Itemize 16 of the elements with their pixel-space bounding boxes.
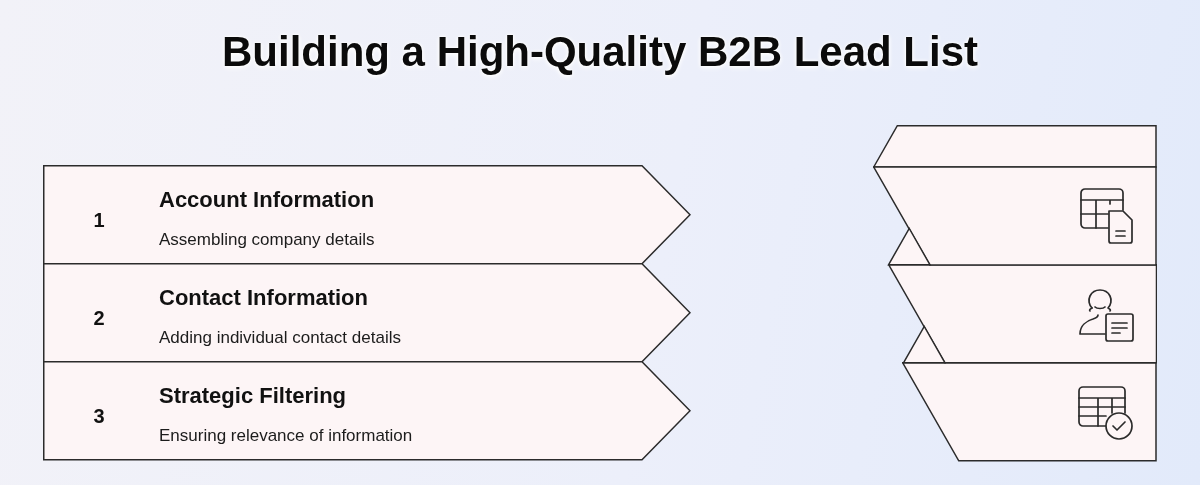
step-banner bbox=[43, 165, 691, 265]
step-description: Adding individual contact details bbox=[159, 328, 401, 348]
step-number: 1 bbox=[93, 209, 105, 233]
step-banner bbox=[43, 263, 691, 363]
notched-band bbox=[873, 125, 1157, 266]
step-title: Account Information bbox=[159, 187, 375, 213]
step-banner bbox=[43, 361, 691, 461]
notched-band bbox=[902, 362, 1157, 462]
step-title: Contact Information bbox=[159, 285, 368, 311]
step-title: Strategic Filtering bbox=[159, 383, 347, 409]
step-number: 2 bbox=[93, 307, 105, 331]
step-description: Assembling company details bbox=[159, 230, 375, 250]
step-number: 3 bbox=[93, 405, 105, 429]
step-description: Ensuring relevance of information bbox=[159, 426, 413, 446]
notched-band bbox=[887, 264, 1157, 364]
diagram-title: Building a High-Quality B2B Lead List bbox=[222, 31, 978, 73]
